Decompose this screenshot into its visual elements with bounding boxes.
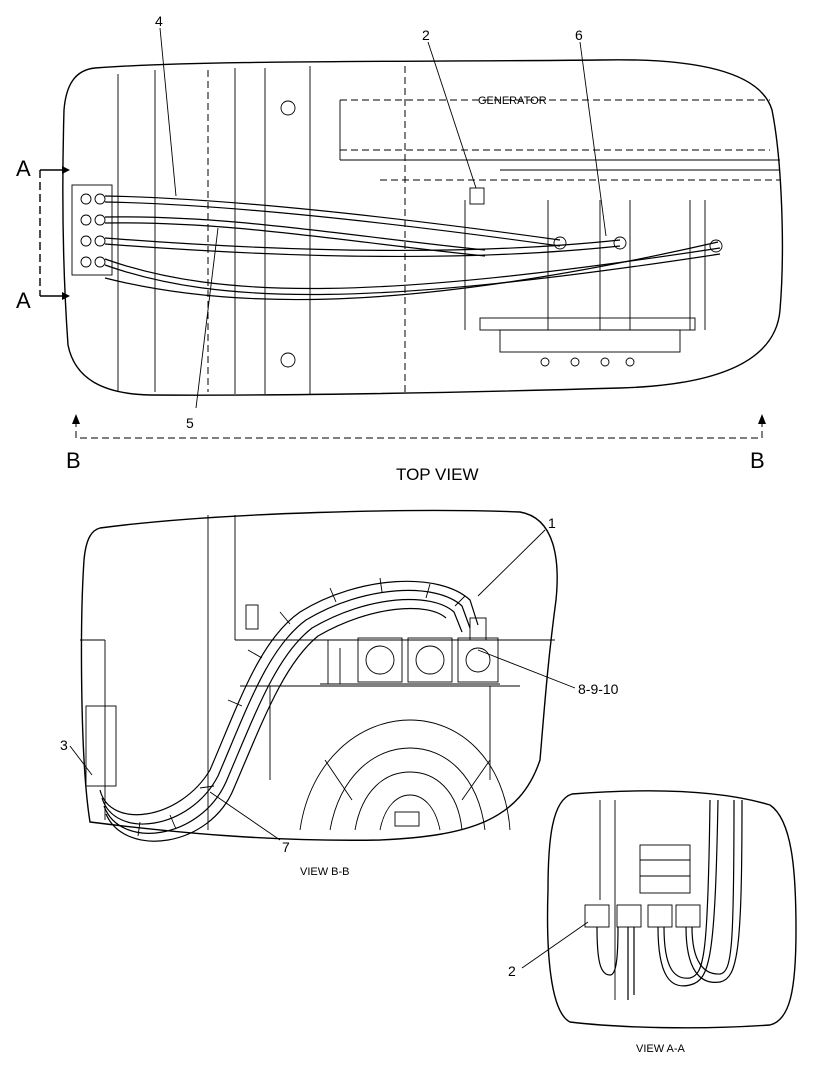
view-aa-frame xyxy=(599,800,691,1000)
callout-2-aa: 2 xyxy=(508,963,516,979)
view-bb: 1 8-9-10 3 7 VIEW B-B xyxy=(60,509,619,878)
view-aa-terminals xyxy=(584,904,701,928)
view-bb-outline xyxy=(80,509,558,841)
generator-label: GENERATOR xyxy=(478,95,547,107)
section-a-label-top: A xyxy=(16,156,31,181)
callout-5: 5 xyxy=(186,415,194,431)
top-view-outline xyxy=(62,59,784,396)
callout-8-9-10: 8-9-10 xyxy=(578,681,619,697)
view-bb-title: VIEW B-B xyxy=(300,866,350,878)
terminal-block xyxy=(71,184,113,276)
view-aa-title: VIEW A-A xyxy=(636,1043,686,1055)
section-b-label-right: B xyxy=(750,448,765,473)
view-bb-cable-bundle xyxy=(99,577,487,842)
section-b-markers xyxy=(72,414,766,439)
generator-face xyxy=(299,719,511,831)
callout-6: 6 xyxy=(575,27,583,43)
view-aa-cables xyxy=(596,799,743,1000)
section-b-label-left: B xyxy=(66,448,81,473)
terminal-boxes xyxy=(320,637,500,685)
top-view-cables xyxy=(104,195,723,301)
callout-7: 7 xyxy=(282,839,290,855)
callout-2-top: 2 xyxy=(422,27,430,43)
callout-1: 1 xyxy=(548,515,556,531)
view-aa: 2 VIEW A-A xyxy=(508,790,797,1055)
callout-3: 3 xyxy=(60,737,68,753)
view-bb-frame xyxy=(80,515,555,830)
top-view: A A B B GENERATOR TOP VIEW 4 2 6 5 xyxy=(16,13,784,484)
callout-4: 4 xyxy=(155,13,163,29)
top-view-frame xyxy=(117,66,780,394)
section-a-markers xyxy=(39,166,70,300)
view-aa-outline xyxy=(546,790,797,1029)
section-a-label-bottom: A xyxy=(16,288,31,313)
top-view-title: TOP VIEW xyxy=(396,465,479,484)
